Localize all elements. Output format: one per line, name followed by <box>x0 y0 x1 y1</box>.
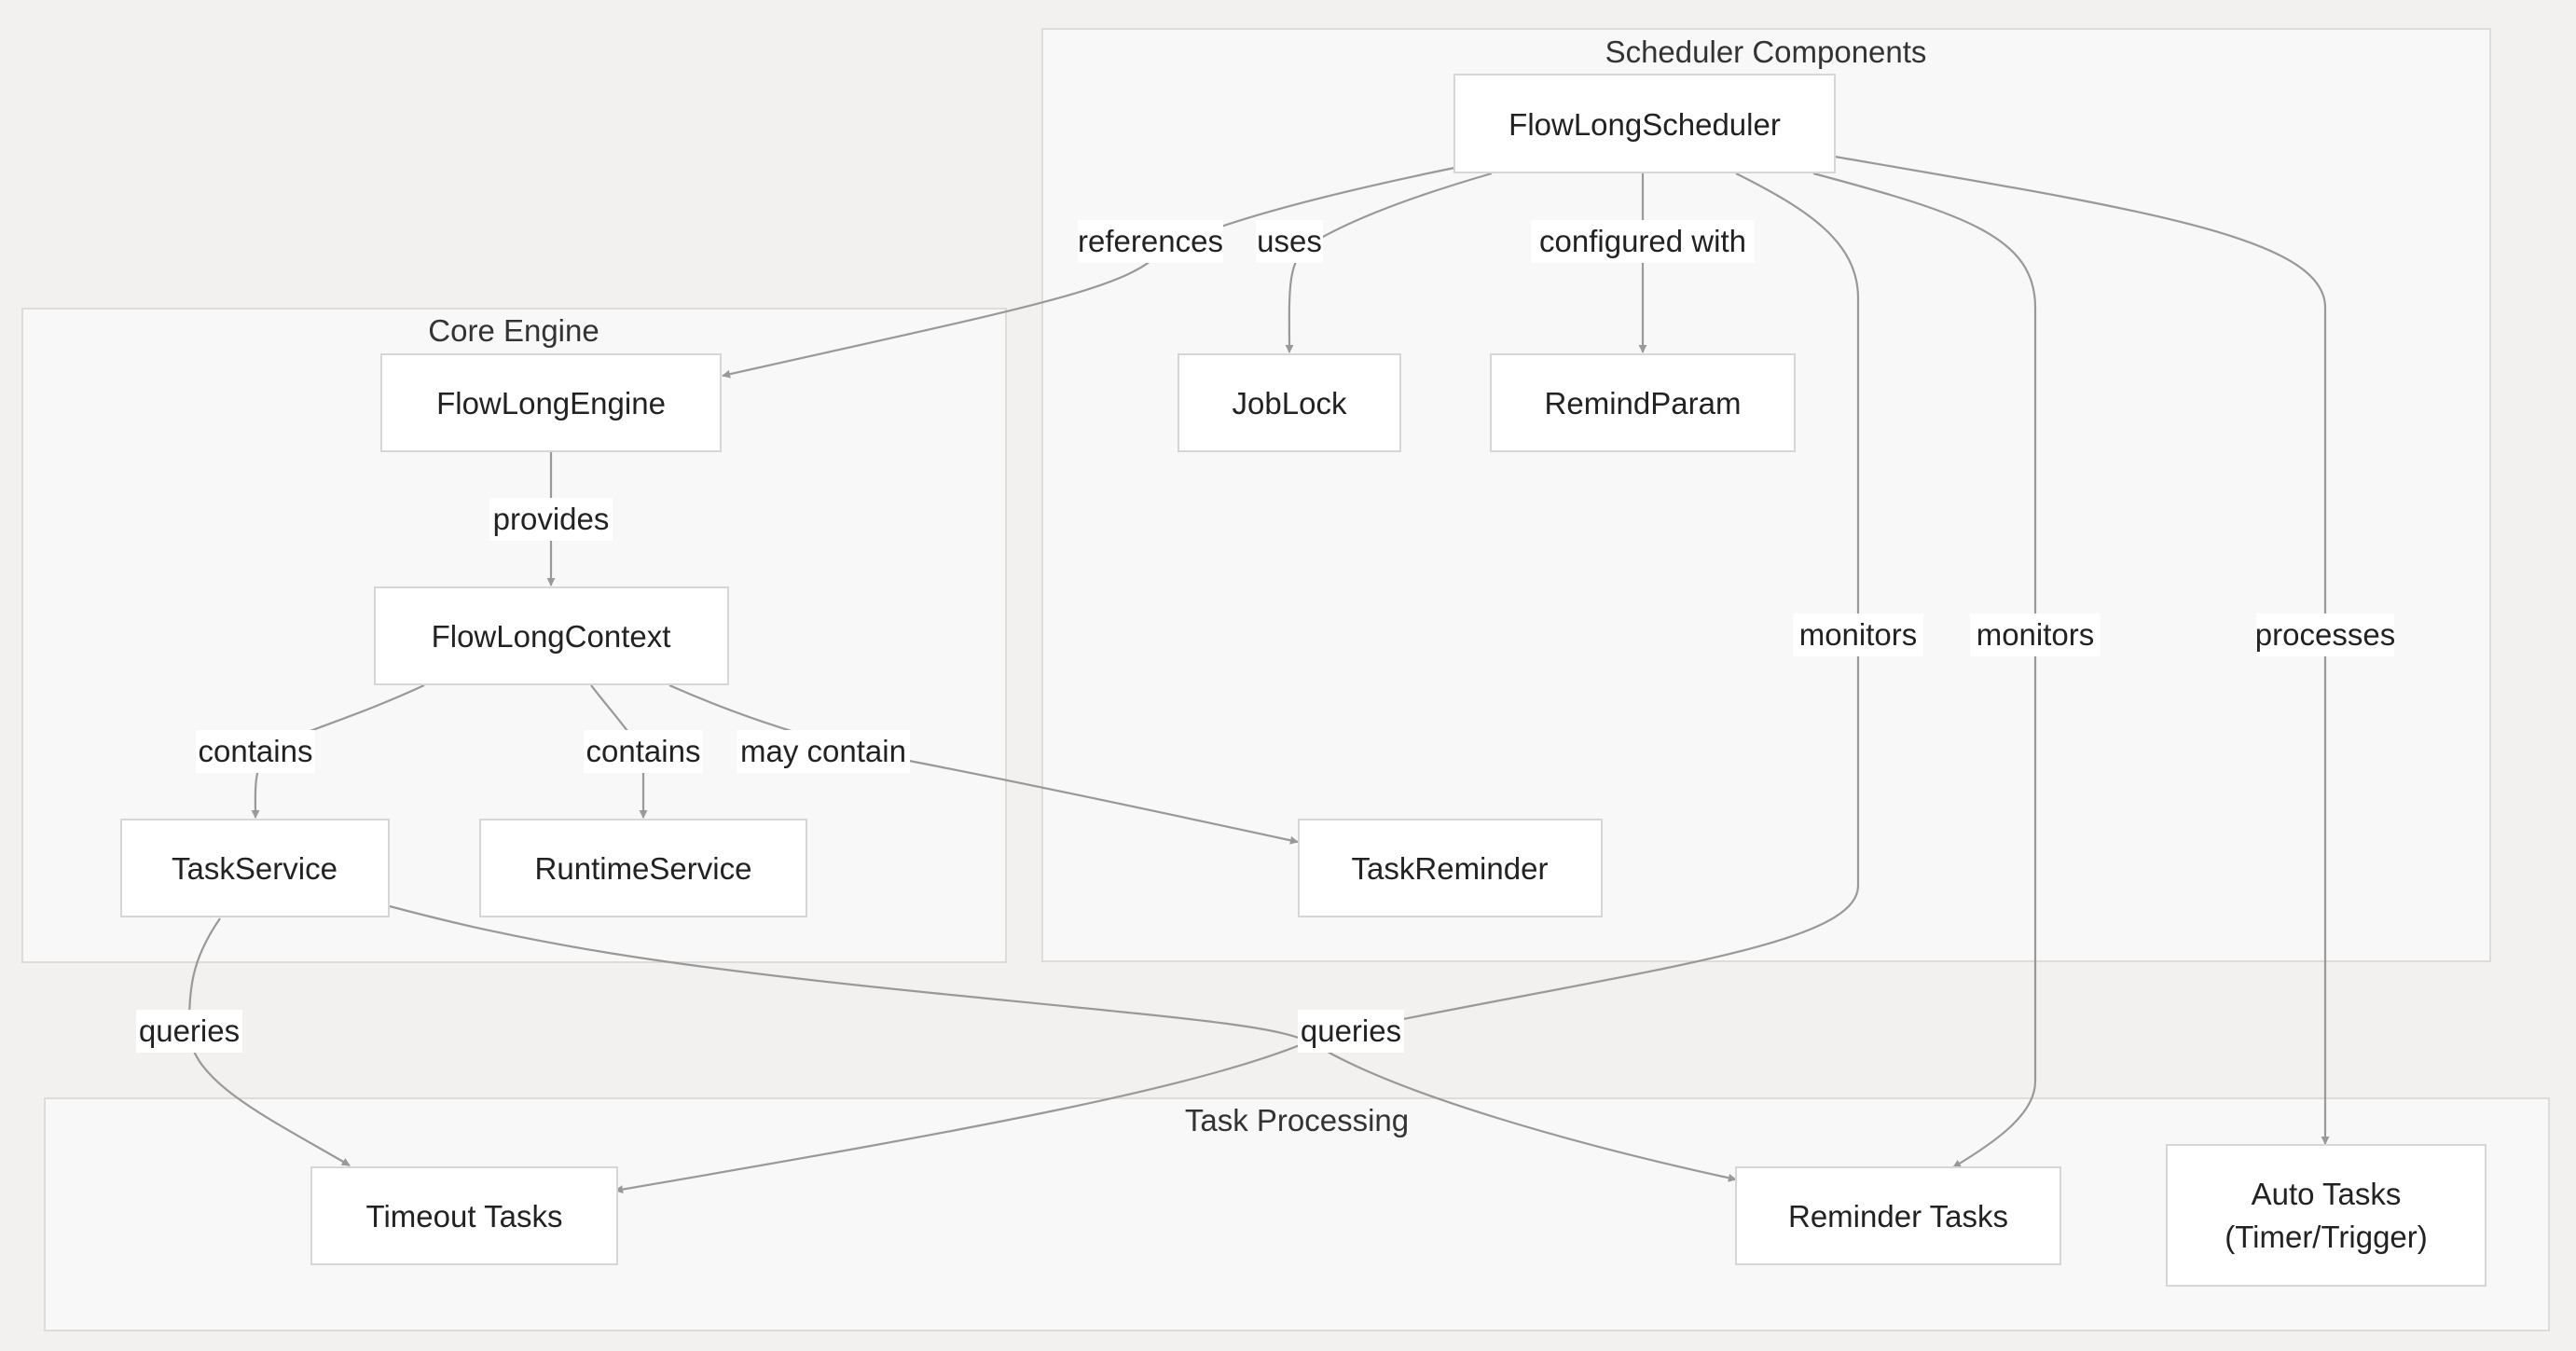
svg-text:Timeout Tasks: Timeout Tasks <box>366 1199 563 1234</box>
edge-label-queries-timeout: queries <box>136 1010 242 1053</box>
edge-label-queries-reminder: queries <box>1298 1010 1404 1053</box>
svg-text:provides: provides <box>493 502 610 536</box>
svg-text:uses: uses <box>1257 224 1322 258</box>
edge-monitors-timeout <box>614 172 1860 1194</box>
edge-label-contains-task-service: contains <box>196 730 315 773</box>
edge-label-contains-runtime-service: contains <box>584 730 703 773</box>
node-runtime-service[interactable]: RuntimeService <box>479 819 807 917</box>
svg-text:may contain: may contain <box>740 734 906 768</box>
auto-tasks-line1: Auto Tasks <box>2252 1177 2402 1211</box>
node-reminder-tasks[interactable]: Reminder Tasks <box>1735 1166 2061 1265</box>
svg-text:monitors: monitors <box>1977 617 2095 652</box>
edge-label-provides: provides <box>489 498 613 541</box>
svg-text:TaskService: TaskService <box>172 851 337 886</box>
edge-label-processes: processes <box>2255 613 2395 656</box>
svg-text:monitors: monitors <box>1799 617 1918 652</box>
edge-label-references: references <box>1078 220 1223 263</box>
edge-label-monitors-timeout: monitors <box>1793 613 1923 656</box>
svg-text:RemindParam: RemindParam <box>1545 386 1742 420</box>
svg-text:queries: queries <box>139 1013 240 1048</box>
node-task-reminder[interactable]: TaskReminder <box>1298 819 1603 917</box>
svg-text:configured with: configured with <box>1539 224 1746 258</box>
node-remind-param[interactable]: RemindParam <box>1490 353 1796 452</box>
edge-monitors-reminder <box>1812 172 2037 1168</box>
svg-text:JobLock: JobLock <box>1233 386 1347 420</box>
edge-labels: references uses configured with provides… <box>136 220 2395 1053</box>
svg-text:references: references <box>1078 224 1223 258</box>
edge-may-contain <box>668 683 1299 845</box>
node-timeout-tasks[interactable]: Timeout Tasks <box>310 1166 618 1265</box>
svg-text:TaskReminder: TaskReminder <box>1352 851 1549 886</box>
svg-text:RuntimeService: RuntimeService <box>535 851 752 886</box>
edge-label-monitors-reminder: monitors <box>1970 613 2101 656</box>
edge-label-configured-with: configured with <box>1531 220 1755 263</box>
node-task-service[interactable]: TaskService <box>120 819 390 917</box>
svg-text:processes: processes <box>2255 617 2395 652</box>
node-flowlong-scheduler[interactable]: FlowLongScheduler <box>1453 74 1836 173</box>
node-auto-tasks[interactable]: Auto Tasks (Timer/Trigger) <box>2166 1144 2486 1287</box>
svg-text:FlowLongContext: FlowLongContext <box>432 619 671 654</box>
cluster-title-scheduler: Scheduler Components <box>1605 34 1927 69</box>
cluster-title-core: Core Engine <box>428 313 599 348</box>
cluster-scheduler-components: Scheduler Components <box>1041 28 2491 962</box>
auto-tasks-line2: (Timer/Trigger) <box>2225 1220 2428 1254</box>
node-flowlong-context[interactable]: FlowLongContext <box>374 586 729 685</box>
edge-processes <box>1834 155 2330 1145</box>
edge-label-may-contain: may contain <box>737 730 910 773</box>
svg-text:queries: queries <box>1301 1013 1401 1048</box>
svg-text:contains: contains <box>586 734 701 768</box>
svg-text:contains: contains <box>199 734 313 768</box>
node-job-lock[interactable]: JobLock <box>1178 353 1401 452</box>
edge-label-uses: uses <box>1256 220 1323 263</box>
svg-text:FlowLongScheduler: FlowLongScheduler <box>1508 107 1781 142</box>
svg-text:Reminder Tasks: Reminder Tasks <box>1788 1199 2008 1234</box>
edge-queries-reminder <box>389 904 1737 1182</box>
node-flowlong-engine[interactable]: FlowLongEngine <box>380 353 722 452</box>
svg-text:FlowLongEngine: FlowLongEngine <box>436 386 666 420</box>
cluster-title-processing: Task Processing <box>1185 1103 1409 1137</box>
